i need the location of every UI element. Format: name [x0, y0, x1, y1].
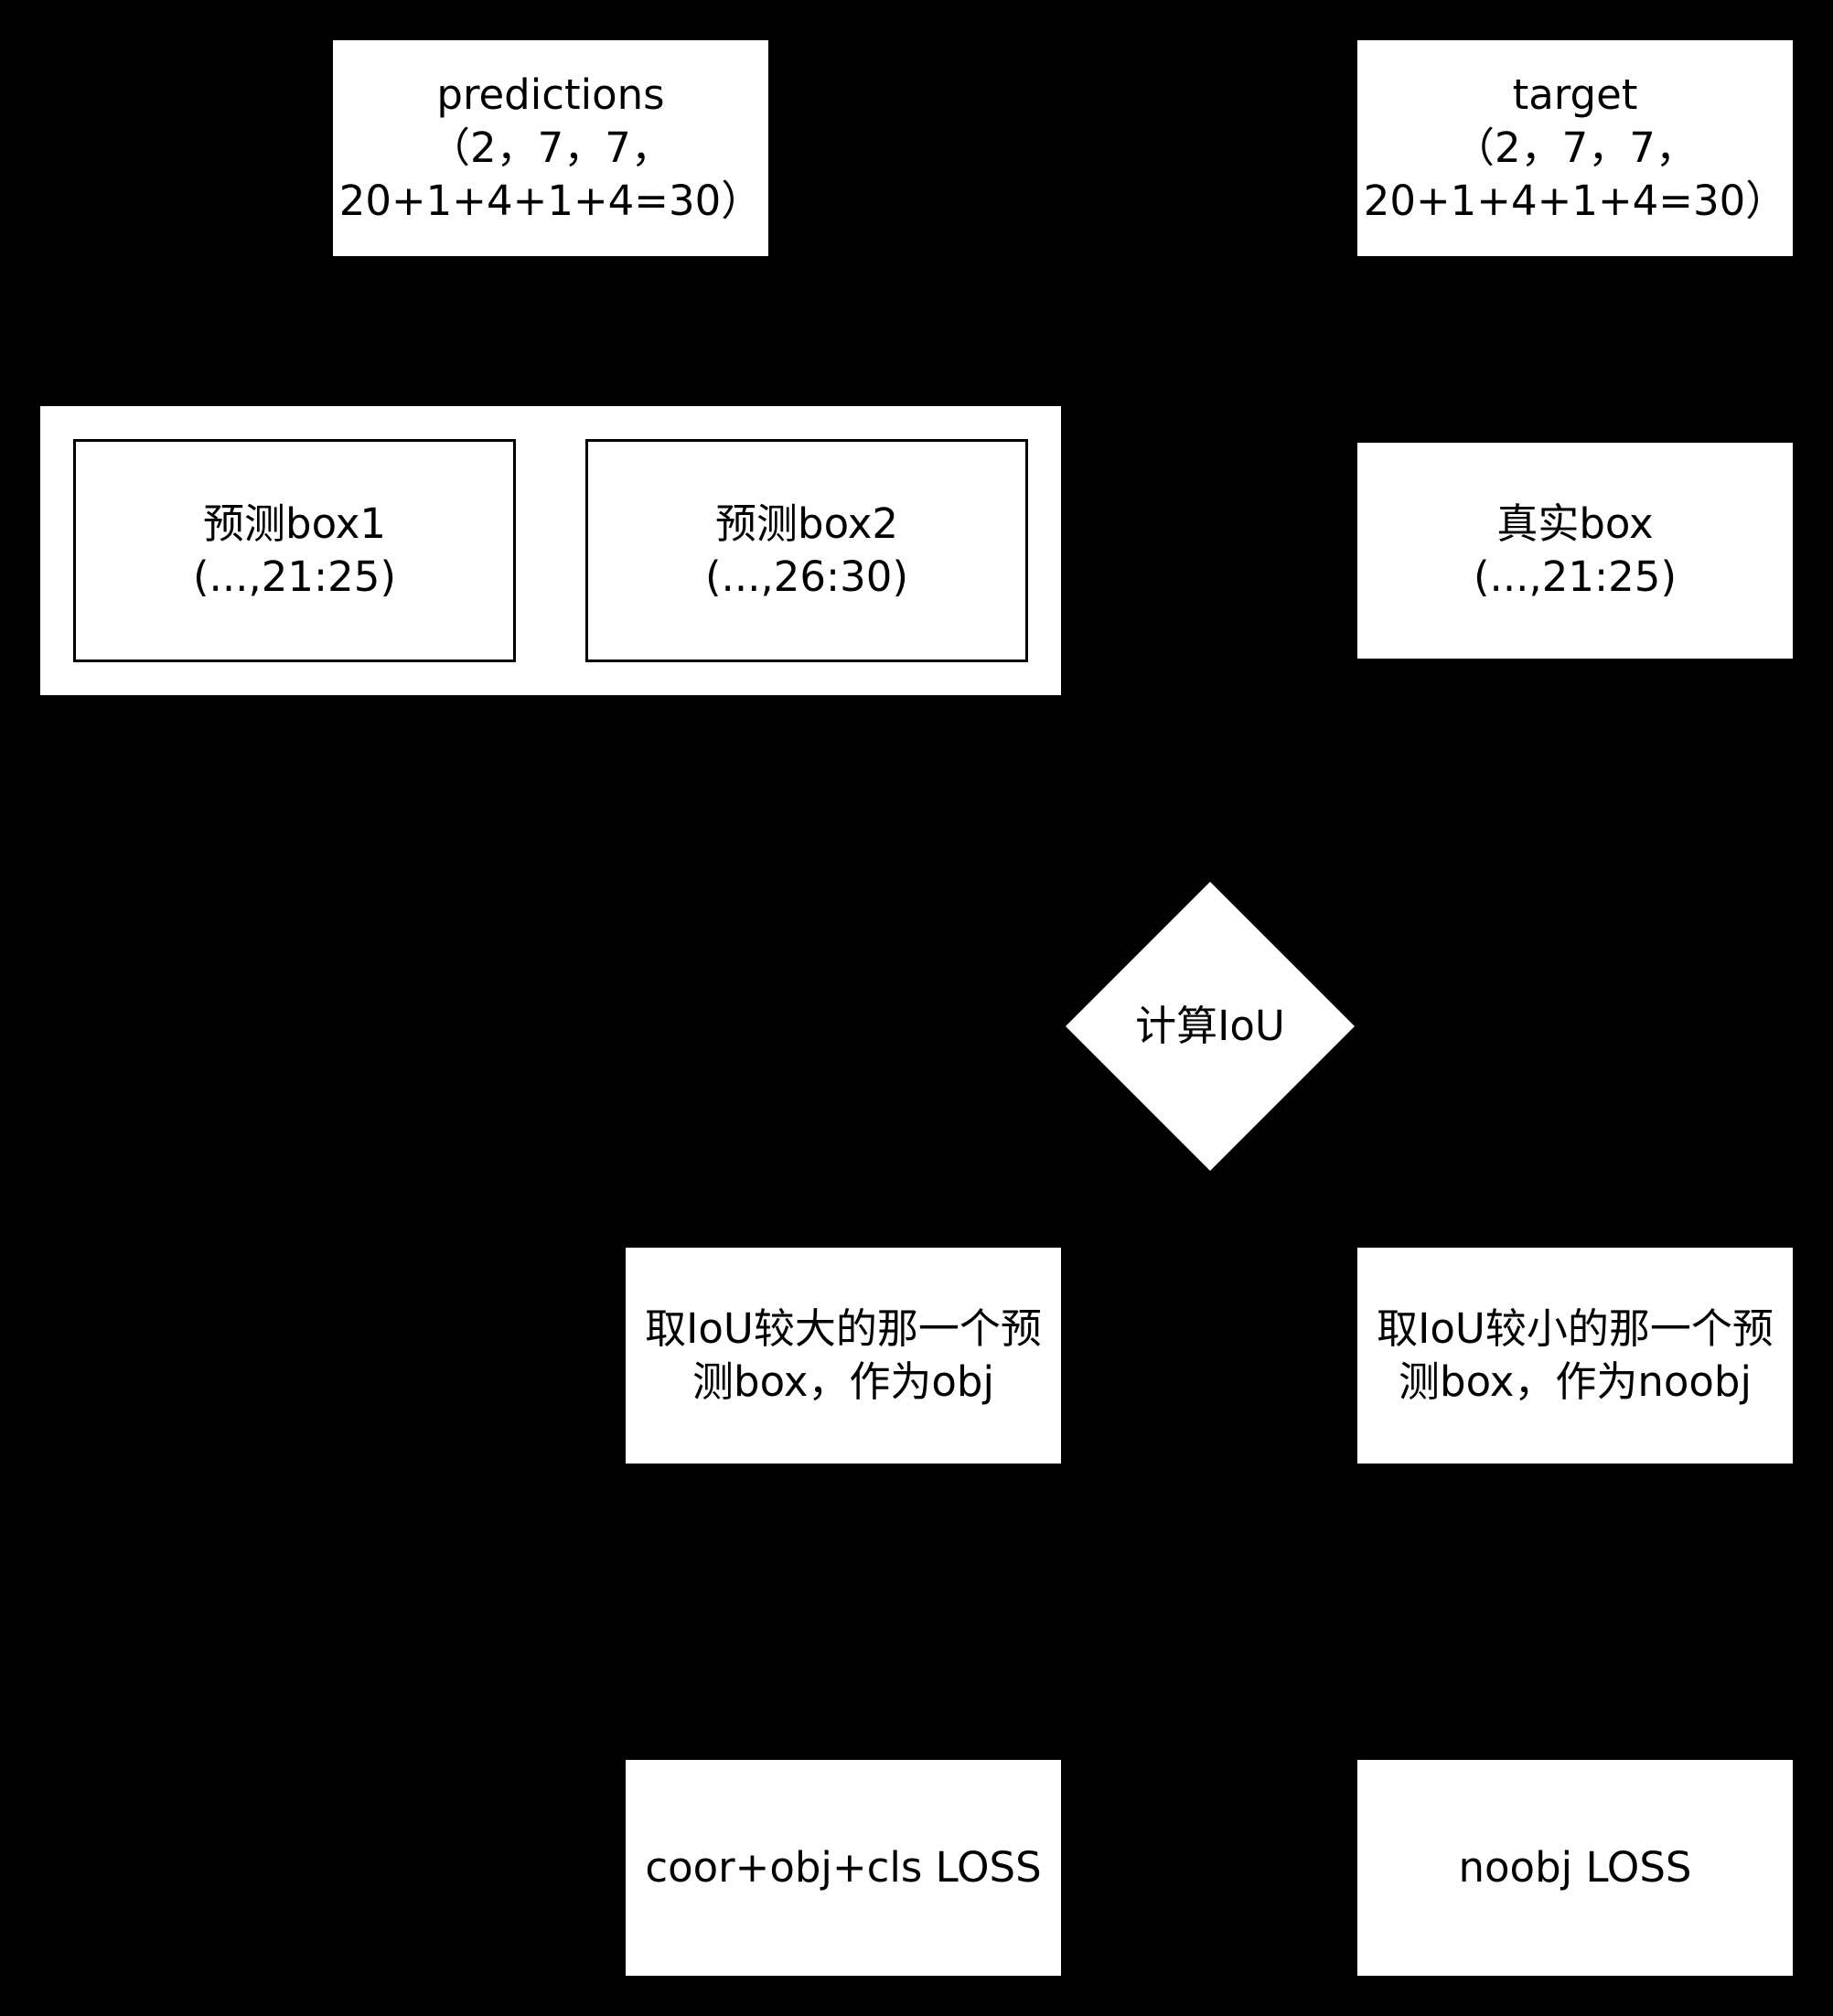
- noobj-select-line2: 测box，作为noobj: [1399, 1357, 1752, 1406]
- pred-box2-slice: (...,26:30): [704, 552, 908, 601]
- obj-select-line1: 取IoU较大的那一个预: [645, 1304, 1042, 1353]
- target-label: target: [1512, 70, 1638, 119]
- obj-loss-label: coor+obj+cls LOSS: [645, 1843, 1042, 1892]
- true-box-slice: (...,21:25): [1473, 552, 1677, 601]
- predictions-node: predictions （2，7，7， 20+1+4+1+4=30）: [333, 40, 768, 256]
- noobj-loss-node: noobj LOSS: [1357, 1760, 1793, 1976]
- compute-iou-diamond: [1066, 882, 1355, 1171]
- obj-select-node: 取IoU较大的那一个预 测box，作为obj: [626, 1248, 1061, 1464]
- obj-select-line2: 测box，作为obj: [692, 1357, 994, 1406]
- target-node: target （2，7，7， 20+1+4+1+4=30）: [1357, 40, 1793, 256]
- pred-box2-node: 预测box2 (...,26:30): [585, 439, 1028, 662]
- noobj-loss-label: noobj LOSS: [1458, 1843, 1692, 1892]
- predictions-label: predictions: [436, 70, 665, 119]
- true-box-label: 真实box: [1496, 499, 1654, 548]
- pred-box1-slice: (...,21:25): [192, 552, 396, 601]
- target-shape-line2: 20+1+4+1+4=30）: [1363, 177, 1787, 225]
- predictions-shape-line1: （2，7，7，: [429, 123, 672, 172]
- obj-loss-node: coor+obj+cls LOSS: [626, 1760, 1061, 1976]
- pred-box2-label: 预测box2: [715, 499, 898, 548]
- true-box-node: 真实box (...,21:25): [1357, 443, 1793, 659]
- noobj-select-line1: 取IoU较小的那一个预: [1377, 1304, 1774, 1353]
- target-shape-line1: （2，7，7，: [1453, 123, 1697, 172]
- pred-box1-node: 预测box1 (...,21:25): [73, 439, 516, 662]
- pred-box1-label: 预测box1: [203, 499, 386, 548]
- compute-iou-label: 计算IoU: [1135, 1002, 1285, 1050]
- predictions-shape-line2: 20+1+4+1+4=30）: [338, 177, 763, 225]
- noobj-select-node: 取IoU较小的那一个预 测box，作为noobj: [1357, 1248, 1793, 1464]
